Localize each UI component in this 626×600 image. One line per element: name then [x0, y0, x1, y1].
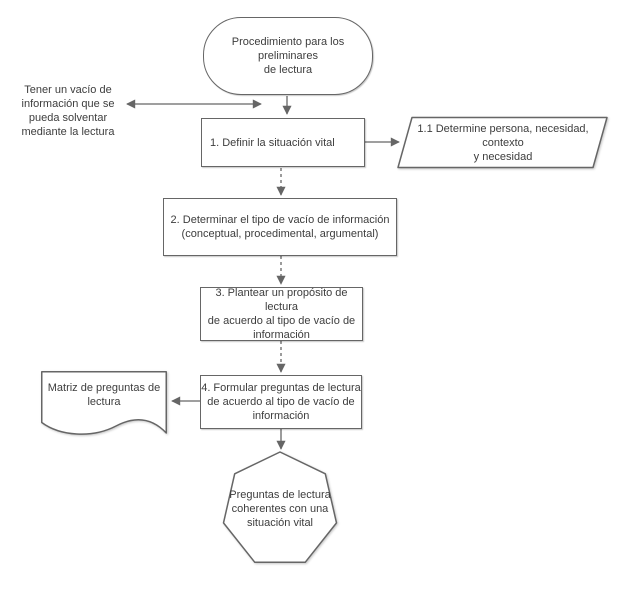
- process-step-2-label: 2. Determinar el tipo de vacío de inform…: [170, 214, 390, 240]
- parallelogram-step-1-1: 1.1 Determine persona, necesidad, contex…: [406, 117, 600, 168]
- process-step-4: 4. Formular preguntas de lectura de acue…: [200, 375, 362, 429]
- annotation-note-label: Tener un vacío de información que se pue…: [21, 84, 115, 138]
- document-matrix: Matriz de preguntas de lectura: [41, 371, 167, 419]
- start-terminator-label: Procedimiento para los preliminares de l…: [231, 36, 345, 76]
- process-step-2: 2. Determinar el tipo de vacío de inform…: [163, 198, 397, 256]
- parallelogram-shape-outline: [397, 116, 608, 169]
- process-step-1-label: 1. Definir la situación vital: [210, 136, 335, 149]
- document-shape-outline: [41, 371, 167, 435]
- document-matrix-label: Matriz de preguntas de lectura: [47, 382, 161, 408]
- annotation-note: Tener un vacío de información que se pue…: [12, 82, 124, 140]
- heptagon-shape-outline: [222, 451, 338, 564]
- end-heptagon-label: Preguntas de lectura coherentes con una …: [229, 489, 331, 529]
- end-heptagon: Preguntas de lectura coherentes con una …: [222, 452, 338, 566]
- parallelogram-step-1-1-label: 1.1 Determine persona, necesidad, contex…: [417, 122, 589, 163]
- process-step-3: 3. Plantear un propósito de lectura de a…: [200, 287, 363, 341]
- process-step-1: 1. Definir la situación vital: [201, 118, 365, 167]
- process-step-3-label: 3. Plantear un propósito de lectura de a…: [207, 287, 356, 341]
- start-terminator-node: Procedimiento para los preliminares de l…: [203, 17, 373, 95]
- process-step-4-label: 4. Formular preguntas de lectura de acue…: [201, 382, 361, 422]
